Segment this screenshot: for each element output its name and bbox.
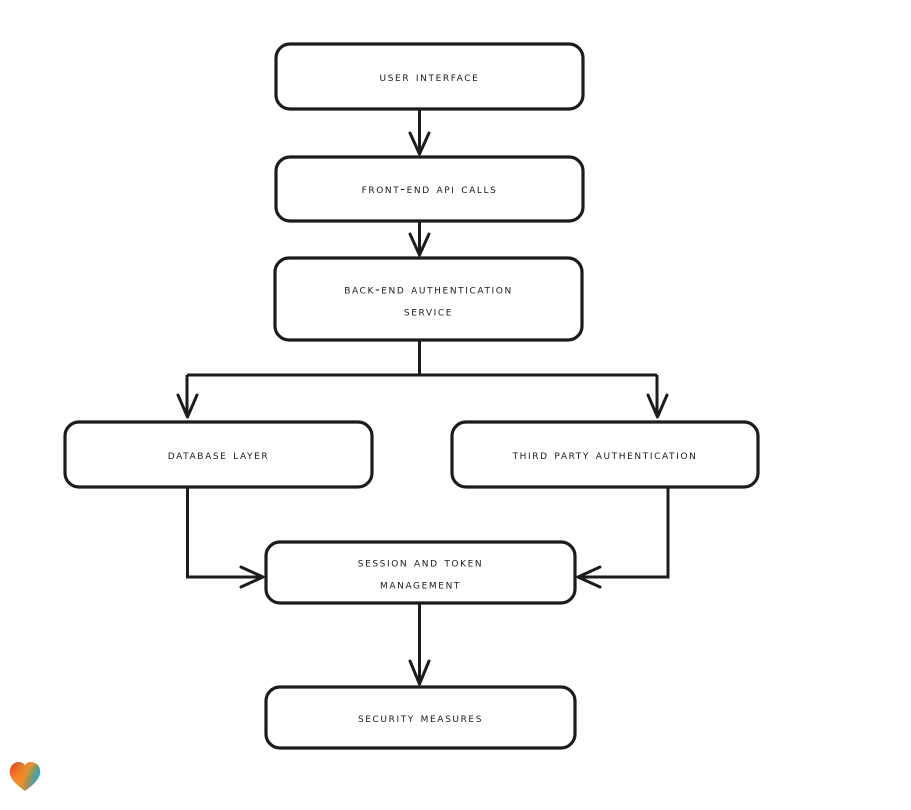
edge-backend-to-database-arrowhead — [176, 393, 199, 419]
node-third-party-authentication-label: THIRD PARTY AUTHENTICATION — [512, 448, 698, 463]
node-front-end-api-calls[interactable]: FRONT-END API CALLS — [274, 155, 585, 223]
edge-ui-to-api — [408, 109, 431, 156]
node-session-and-token-management-label-line1: SESSION AND TOKEN — [358, 556, 483, 571]
node-session-and-token-management-shape[interactable] — [264, 540, 577, 605]
edge-thirdparty-to-session — [576, 487, 670, 589]
edge-api-to-backend — [408, 221, 431, 257]
node-security-measures-shape[interactable] — [264, 685, 577, 750]
node-database-layer[interactable]: DATABASE LAYER — [63, 420, 374, 489]
edge-session-to-security — [408, 603, 431, 686]
node-session-and-token-management-label-line2: MANAGEMENT — [380, 578, 461, 593]
node-security-measures[interactable]: SECURITY MEASURES — [264, 685, 577, 750]
node-front-end-api-calls-label: FRONT-END API CALLS — [362, 182, 498, 197]
node-database-layer-shape[interactable] — [63, 420, 374, 489]
node-user-interface-shape[interactable] — [274, 42, 585, 111]
node-third-party-authentication-shape[interactable] — [450, 420, 760, 489]
node-user-interface-label: USER INTERFACE — [380, 70, 480, 85]
node-back-end-authentication-service-label-line2: SERVICE — [404, 305, 453, 320]
edge-backend-branch-bus — [185, 340, 659, 413]
node-third-party-authentication[interactable]: THIRD PARTY AUTHENTICATION — [450, 420, 760, 489]
node-database-layer-label: DATABASE LAYER — [168, 448, 270, 463]
heart-icon — [9, 762, 41, 791]
node-session-and-token-management[interactable]: SESSION AND TOKEN MANAGEMENT — [264, 540, 577, 605]
edge-backend-to-thirdparty-arrowhead — [646, 393, 669, 419]
edge-database-to-session — [186, 487, 265, 589]
node-back-end-authentication-service-label-line1: BACK-END AUTHENTICATION — [344, 283, 513, 298]
node-security-measures-label: SECURITY MEASURES — [358, 711, 483, 726]
node-back-end-authentication-service-shape[interactable] — [273, 256, 584, 342]
node-user-interface[interactable]: USER INTERFACE — [274, 42, 585, 111]
node-back-end-authentication-service[interactable]: BACK-END AUTHENTICATION SERVICE — [273, 256, 584, 342]
node-front-end-api-calls-shape[interactable] — [274, 155, 585, 223]
heart-icon-overlay — [9, 762, 41, 791]
